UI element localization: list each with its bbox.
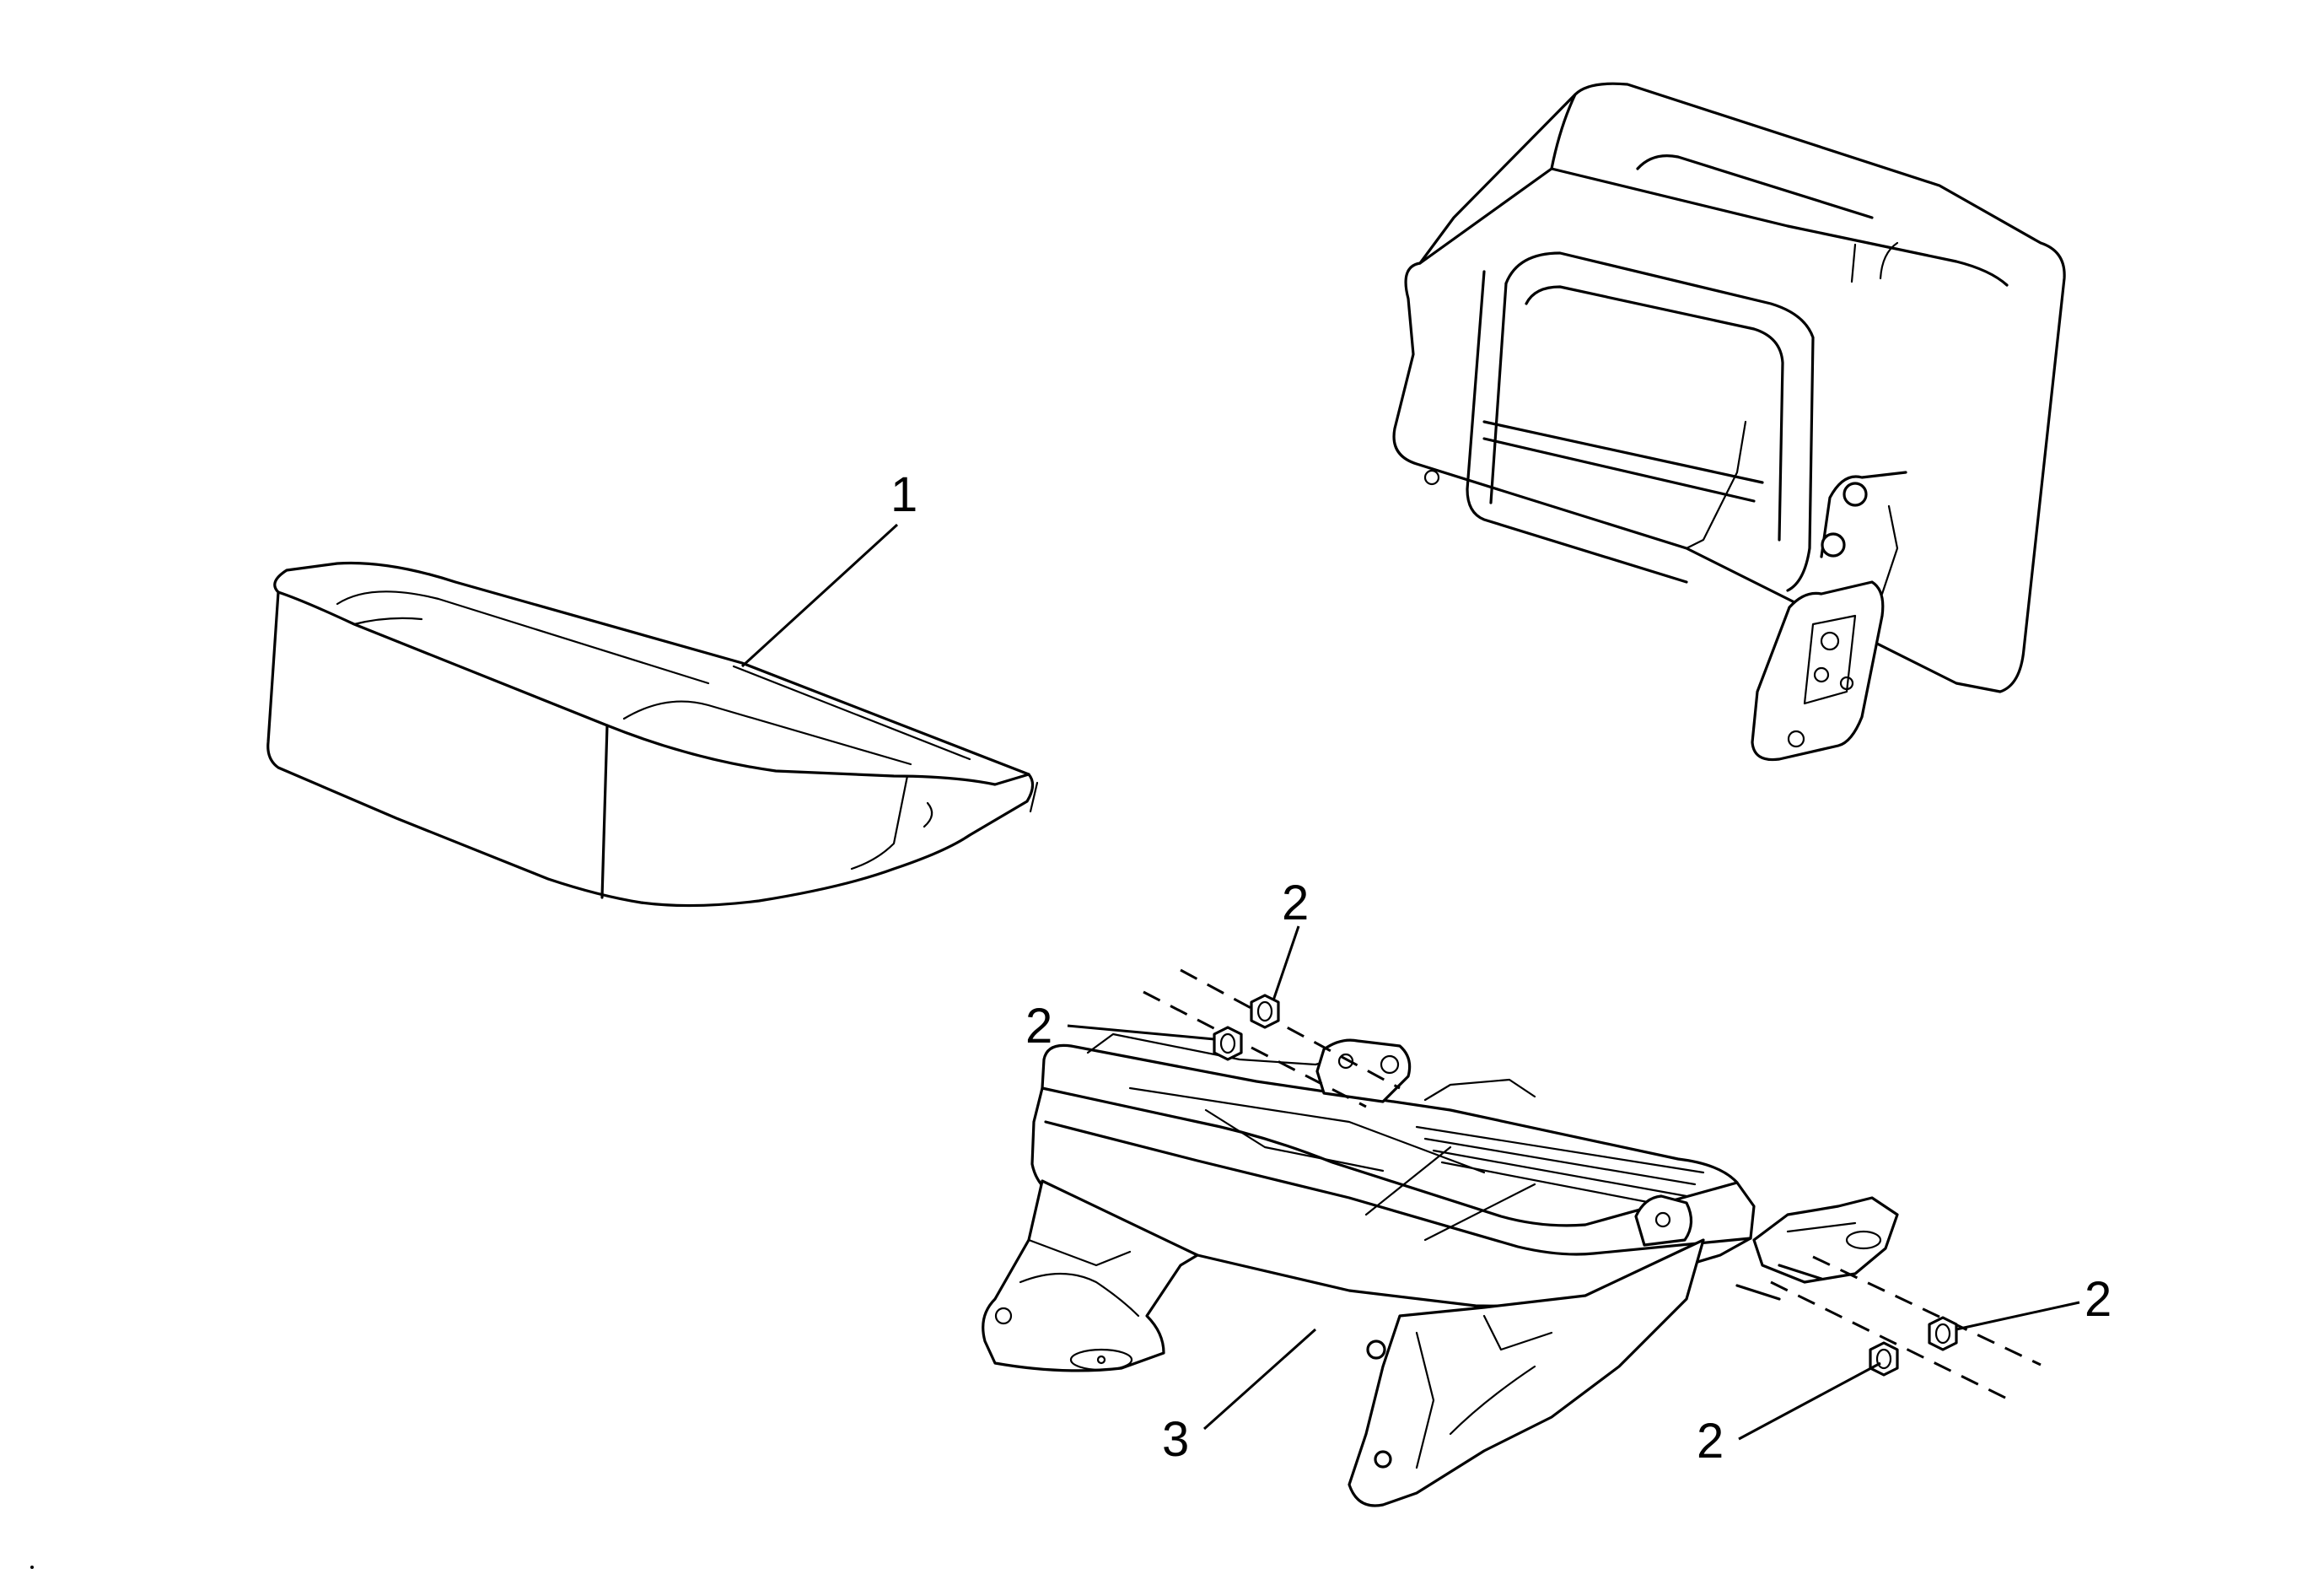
seat-frame-drawing bbox=[982, 1032, 1899, 1507]
bolt-axis-lines bbox=[1143, 968, 2042, 1400]
callout-2c: 2 bbox=[2085, 1272, 2112, 1327]
nut-c-shape bbox=[1928, 1316, 1958, 1351]
leader-lines bbox=[740, 523, 2080, 1441]
nut-d-shape bbox=[1869, 1341, 1899, 1377]
callout-2d: 2 bbox=[1697, 1414, 1724, 1469]
leader-2b bbox=[1067, 1024, 1215, 1041]
callout-1: 1 bbox=[890, 467, 917, 522]
seat-cushion-drawing bbox=[266, 561, 1039, 908]
leader-2d bbox=[1738, 1361, 1881, 1441]
callout-3: 3 bbox=[1162, 1412, 1189, 1467]
leader-2c bbox=[1955, 1301, 2080, 1331]
hex-nut-drawing bbox=[1213, 994, 1958, 1377]
leader-2a bbox=[1272, 925, 1300, 1001]
callout-labels: 1 2 2 2 2 3 bbox=[890, 467, 2112, 1469]
leader-1 bbox=[740, 523, 899, 668]
leader-3 bbox=[1203, 1328, 1316, 1431]
stray-dot bbox=[30, 1566, 34, 1569]
seatback-drawing bbox=[1392, 82, 2066, 762]
callout-2a: 2 bbox=[1282, 876, 1309, 930]
nut-b-shape bbox=[1213, 1026, 1243, 1061]
nut-a-shape bbox=[1250, 994, 1280, 1029]
callout-2b: 2 bbox=[1025, 999, 1052, 1054]
